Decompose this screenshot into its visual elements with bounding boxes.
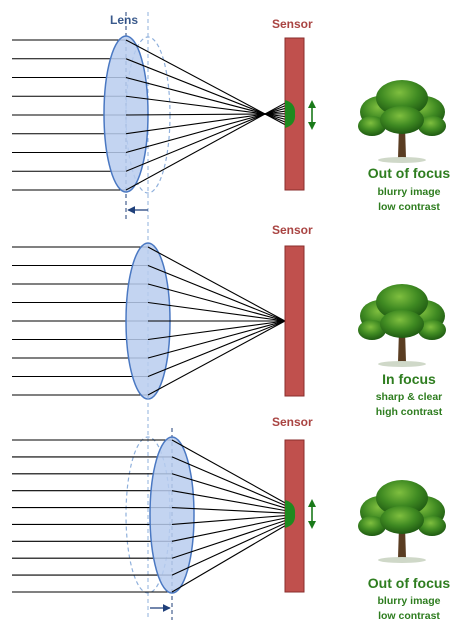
state-title-top: Out of focus	[368, 165, 451, 181]
converging-ray	[171, 520, 286, 559]
converging-ray	[171, 515, 286, 525]
converging-ray	[171, 490, 286, 512]
converging-ray	[125, 95, 286, 118]
tree-icon	[358, 80, 446, 163]
converging-ray	[171, 517, 286, 542]
converging-ray	[147, 320, 286, 396]
converging-ray	[171, 522, 286, 576]
blur-spot-bottom	[285, 500, 296, 528]
sensor-label-middle: Sensor	[272, 223, 313, 237]
blur-spot-top	[285, 100, 296, 128]
tree-icon	[358, 284, 446, 367]
converging-ray	[147, 301, 286, 322]
panel-out-of-focus-top: Lens Sensor Out of foc	[12, 12, 450, 222]
converging-ray	[147, 320, 286, 378]
state-title-bottom: Out of focus	[368, 575, 451, 591]
lens-label: Lens	[110, 13, 138, 27]
converging-ray	[125, 102, 286, 191]
sensor-label-bottom: Sensor	[272, 415, 313, 429]
converging-ray	[125, 113, 286, 116]
converging-ray	[125, 107, 286, 154]
converging-ray	[171, 456, 286, 506]
state-line1-bottom: blurry image	[377, 595, 440, 607]
panel-out-of-focus-bottom: Sensor Out of focus blurry image low con…	[12, 396, 450, 622]
converging-ray	[125, 110, 286, 135]
converging-ray	[147, 283, 286, 322]
lens-top	[103, 35, 149, 193]
converging-ray	[125, 39, 286, 126]
state-line2-bottom: low contrast	[378, 610, 440, 622]
converging-ray	[147, 264, 286, 322]
state-line1-middle: sharp & clear	[376, 391, 443, 403]
state-line2-top: low contrast	[378, 201, 440, 213]
state-title-middle: In focus	[382, 371, 436, 387]
rays-bottom	[12, 439, 172, 593]
lens-bottom	[149, 436, 195, 594]
panel-in-focus: Sensor In focus sharp & clear high contr…	[12, 222, 446, 418]
state-line2-middle: high contrast	[376, 406, 443, 418]
converging-ray	[171, 507, 286, 514]
converging-ray	[147, 320, 286, 359]
converging-ray	[147, 246, 286, 322]
converging-ray	[171, 525, 286, 593]
state-line1-top: blurry image	[377, 186, 440, 198]
sensor-middle	[284, 245, 305, 397]
rays-through-lens-middle	[147, 246, 286, 396]
converging-ray	[125, 76, 286, 120]
rays-through-lens-top	[125, 39, 286, 191]
converging-ray	[171, 439, 286, 504]
converging-ray	[125, 58, 286, 123]
converging-ray	[125, 105, 286, 172]
rays-through-lens-bottom	[171, 439, 286, 593]
converging-ray	[171, 473, 286, 509]
converging-ray	[147, 320, 286, 341]
tree-icon	[358, 480, 446, 563]
sensor-label-top: Sensor	[272, 17, 313, 31]
